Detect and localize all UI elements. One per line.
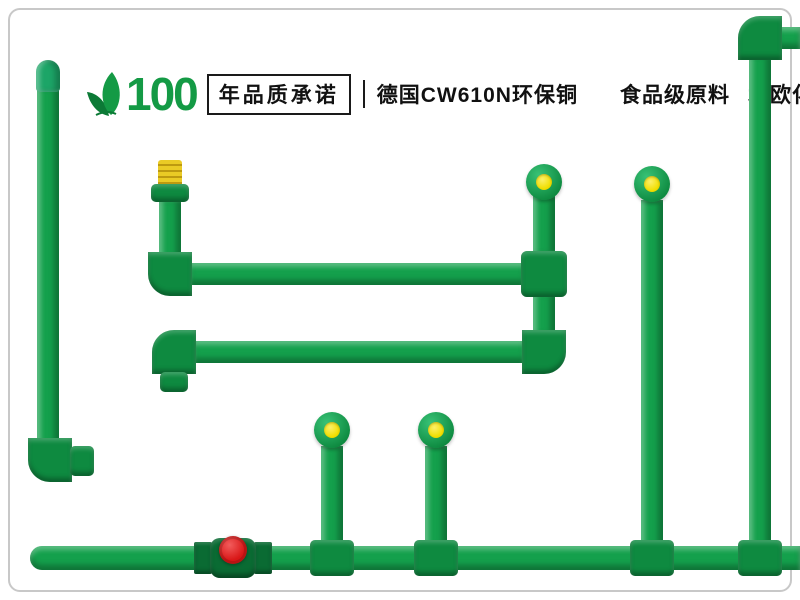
tee-fitting-3 bbox=[630, 540, 674, 576]
pipe-horizontal-upper bbox=[190, 263, 524, 285]
header-divider bbox=[362, 80, 365, 108]
tee-fitting-right bbox=[738, 540, 782, 576]
logo-100: 100 bbox=[126, 68, 199, 120]
header: 100 年品质承诺 德国CW610N环保铜 食品级原料 北欧化工 bbox=[86, 68, 800, 120]
valve-red-handle bbox=[219, 536, 247, 564]
elbow-left-socket bbox=[70, 446, 94, 476]
tee-fitting-1 bbox=[310, 540, 354, 576]
end-cap-yellow-3 bbox=[418, 412, 454, 448]
valve-coupler-right bbox=[254, 542, 272, 574]
brass-threaded-fitting bbox=[158, 160, 182, 188]
feature-food-grade: 食品级原料 bbox=[619, 84, 730, 107]
pipe-cross-down bbox=[533, 294, 555, 334]
end-cap-yellow-4 bbox=[634, 166, 670, 202]
elbow-middle-left bbox=[152, 330, 196, 374]
elbow-top-right bbox=[738, 16, 782, 60]
elbow-upper-left bbox=[148, 252, 192, 296]
valve-coupler-left bbox=[194, 542, 212, 574]
end-cap-yellow-2 bbox=[314, 412, 350, 448]
promise-box: 年品质承诺 bbox=[206, 73, 351, 115]
elbow-left-bottom bbox=[28, 438, 72, 482]
pipe-right-riser bbox=[749, 56, 771, 546]
pipe-riser-2 bbox=[425, 446, 447, 546]
pipe-horizontal-middle bbox=[194, 341, 524, 363]
pipe-tall-riser bbox=[641, 200, 663, 546]
tee-cross-fitting bbox=[521, 251, 567, 297]
end-cap-yellow-1 bbox=[526, 164, 562, 200]
pipe-upper-riser bbox=[159, 200, 181, 258]
pipe-left-riser bbox=[37, 88, 59, 444]
brass-collar-fitting bbox=[151, 184, 189, 202]
elbow-middle-right bbox=[522, 330, 566, 374]
border-frame bbox=[8, 8, 792, 592]
pipe-top-right bbox=[778, 27, 800, 49]
feature-german-copper: 德国CW610N环保铜 bbox=[376, 84, 578, 107]
pipe-riser-1 bbox=[321, 446, 343, 546]
pipe-cross-up bbox=[533, 196, 555, 254]
left-riser-end-cap bbox=[36, 60, 60, 92]
tee-fitting-2 bbox=[414, 540, 458, 576]
elbow-middle-left-socket bbox=[160, 372, 188, 392]
leaf-logo-icon bbox=[87, 72, 120, 116]
